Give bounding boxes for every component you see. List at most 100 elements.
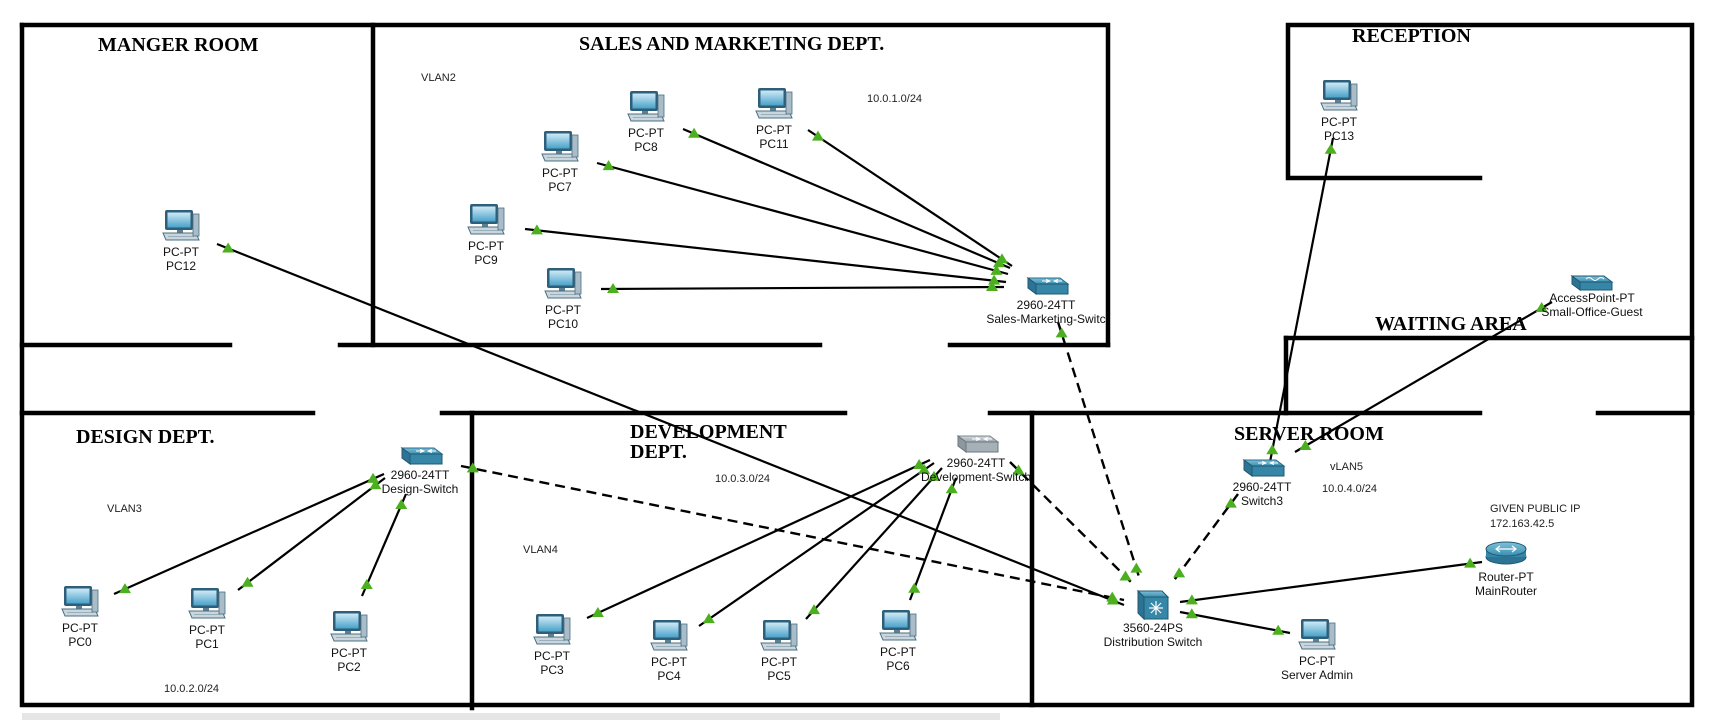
device-type-label: AccessPoint-PT xyxy=(1549,291,1635,305)
link-pc8-to-sales-switch xyxy=(682,127,1011,270)
port-status-indicator xyxy=(395,499,408,510)
device-type-label: PC-PT xyxy=(651,655,688,669)
pc-icon[interactable] xyxy=(61,585,99,617)
pc-icon[interactable] xyxy=(760,619,798,651)
switch-icon[interactable] xyxy=(1243,459,1285,477)
pc-icon[interactable] xyxy=(627,90,665,122)
link-dev-switch-to-dist-switch xyxy=(1009,461,1135,586)
link-design-switch-to-dist-switch xyxy=(460,464,1125,602)
device-name-label: PC2 xyxy=(337,660,361,674)
floor-plan-walls xyxy=(19,22,1695,711)
access-point-icon[interactable] xyxy=(1571,275,1613,291)
device-name-label: PC12 xyxy=(166,259,196,273)
device-name-label: PC7 xyxy=(548,180,572,194)
link-pc9-to-sales-switch xyxy=(524,227,1007,284)
room-title-development-line2: DEPT. xyxy=(630,441,687,463)
device-name-label: PC6 xyxy=(886,659,910,673)
pc-icon[interactable] xyxy=(544,267,582,299)
pc-icon[interactable] xyxy=(541,130,579,162)
room-title-reception: RECEPTION xyxy=(1352,25,1471,47)
port-status-indicator xyxy=(702,613,715,624)
note-design-subnet: 10.0.2.0/24 xyxy=(164,683,219,695)
link-dist-switch-to-router xyxy=(1179,560,1483,604)
device-name-label: Development-Switch xyxy=(921,470,1031,484)
pc-icon[interactable] xyxy=(162,209,200,241)
pc-icon[interactable] xyxy=(330,610,368,642)
switch-icon[interactable] xyxy=(957,435,999,453)
link-switch3-to-dist-switch xyxy=(1171,493,1239,584)
device-name-label: PC13 xyxy=(1324,129,1354,143)
link-pc10-to-sales-switch xyxy=(600,285,1005,291)
device-name-label: Sales-Marketing-Switc xyxy=(986,312,1105,326)
port-status-indicator xyxy=(1324,143,1337,154)
pc-icon[interactable] xyxy=(650,619,688,651)
device-name-label: PC1 xyxy=(195,637,219,651)
link-dist-switch-to-server-admin xyxy=(1179,610,1291,635)
room-title-development: DEVELOPMENT xyxy=(630,421,787,443)
room-title-manager: MANGER ROOM xyxy=(98,34,259,56)
device-type-label: PC-PT xyxy=(62,621,99,635)
link-port-indicators xyxy=(118,127,1548,635)
device-type-label: PC-PT xyxy=(534,649,571,663)
pc-icon[interactable] xyxy=(467,203,505,235)
note-public-ip: 172.163.42.5 xyxy=(1490,518,1554,530)
device-type-label: 2960-24TT xyxy=(947,456,1006,470)
network-devices: PC-PTPC12PC-PTPC8PC-PTPC11PC-PTPC7PC-PTP… xyxy=(61,79,1643,683)
router-icon[interactable] xyxy=(1485,541,1527,565)
device-name-label: PC4 xyxy=(657,669,681,683)
device-name-label: Design-Switch xyxy=(382,482,459,496)
link-pc13-to-switch3 xyxy=(1268,137,1335,463)
device-name-label: PC8 xyxy=(634,140,658,154)
pc-icon[interactable] xyxy=(755,87,793,119)
switch-icon[interactable] xyxy=(401,447,443,465)
device-name-label: Switch3 xyxy=(1241,494,1283,508)
pc-icon[interactable] xyxy=(879,609,917,641)
link-pc11-to-sales-switch xyxy=(807,129,1013,267)
port-status-indicator xyxy=(1266,444,1279,455)
pc-icon[interactable] xyxy=(1320,79,1358,111)
device-type-label: PC-PT xyxy=(1321,115,1358,129)
device-name-label: PC5 xyxy=(767,669,791,683)
port-status-indicator xyxy=(1055,327,1068,338)
note-server-subnet: 10.0.4.0/24 xyxy=(1322,483,1377,495)
pc-icon[interactable] xyxy=(533,613,571,645)
device-type-label: 2960-24TT xyxy=(1233,480,1292,494)
port-status-indicator xyxy=(360,578,373,589)
device-name-label: PC9 xyxy=(474,253,498,267)
pc-icon[interactable] xyxy=(1298,618,1336,650)
link-pc0-to-design-switch xyxy=(113,472,385,596)
device-type-label: PC-PT xyxy=(468,239,505,253)
device-type-label: 2960-24TT xyxy=(1017,298,1076,312)
port-status-indicator xyxy=(1173,567,1186,578)
pc-icon[interactable] xyxy=(188,587,226,619)
note-vlan2: VLAN2 xyxy=(421,72,456,84)
device-name-label: PC0 xyxy=(68,635,92,649)
port-status-indicator xyxy=(996,253,1009,264)
device-type-label: PC-PT xyxy=(761,655,798,669)
switch-icon[interactable] xyxy=(1027,277,1069,295)
multilayer-switch-icon[interactable] xyxy=(1137,590,1169,620)
horizontal-scrollbar[interactable] xyxy=(22,713,1000,720)
